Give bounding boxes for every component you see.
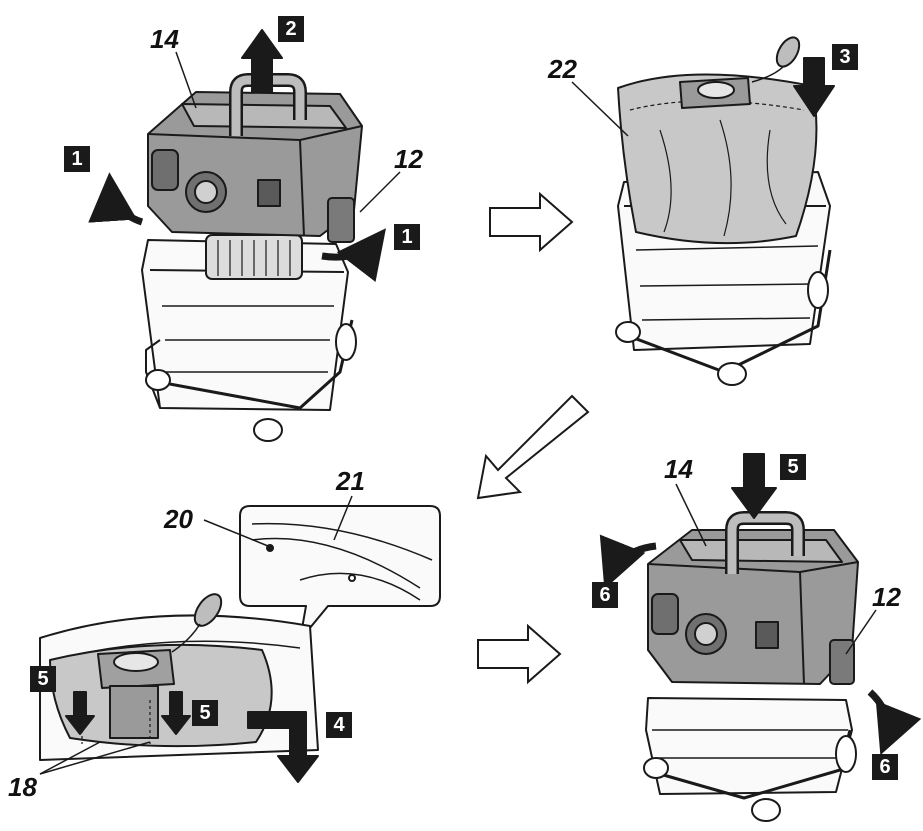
callout-21: 21 — [336, 466, 365, 496]
callout-22: 22 — [548, 54, 577, 84]
wheel — [807, 271, 829, 309]
panel-insert-bag — [571, 36, 835, 386]
wheel — [615, 321, 641, 343]
wheel — [643, 757, 669, 779]
flow-arrow-right-top — [489, 191, 574, 253]
push-arrow-left — [65, 691, 95, 735]
tank-body — [645, 697, 853, 795]
latch-arrow-right — [867, 689, 922, 756]
callout-14-bottom: 14 — [664, 454, 693, 484]
step-badge-6-right: 6 — [872, 754, 898, 780]
wheel — [835, 735, 857, 773]
step-badge-5-left: 5 — [30, 666, 56, 692]
wheel — [717, 362, 747, 386]
step-badge-4: 4 — [326, 712, 352, 738]
panel-bag-detail — [39, 495, 441, 783]
unlatch-arrow-left — [88, 172, 144, 226]
wheel — [751, 798, 781, 822]
press-arrow — [731, 453, 777, 519]
latch — [327, 197, 355, 243]
dust-bag — [617, 73, 818, 245]
insert-arrow — [793, 57, 835, 117]
bag-cap — [193, 593, 223, 627]
tank-body — [141, 239, 349, 411]
callout-14-top: 14 — [150, 24, 179, 54]
step-badge-1-right: 1 — [394, 224, 420, 250]
unlatch-arrow-right — [321, 228, 386, 283]
flow-arrow-diagonal — [476, 394, 590, 500]
callout-20: 20 — [164, 504, 193, 534]
lift-arrow — [241, 29, 283, 93]
step-badge-5-mid: 5 — [192, 700, 218, 726]
fold-arrow — [247, 711, 319, 783]
step-badge-2: 2 — [278, 16, 304, 42]
bag-flap — [109, 685, 159, 739]
push-arrow-mid — [161, 691, 191, 735]
bag-cap — [775, 36, 801, 68]
wheel — [335, 323, 357, 361]
callout-12-top: 12 — [394, 144, 423, 174]
power-switch — [755, 621, 779, 649]
step-badge-1-left: 1 — [64, 146, 90, 172]
latch-arrow-left — [599, 534, 657, 590]
step-badge-3: 3 — [832, 44, 858, 70]
power-switch — [257, 179, 281, 207]
callout-12-bottom: 12 — [872, 582, 901, 612]
callout-18: 18 — [8, 772, 37, 802]
wheel — [145, 369, 171, 391]
panel-reattach-head — [599, 453, 922, 822]
step-badge-5-top: 5 — [780, 454, 806, 480]
wheel — [253, 418, 283, 442]
flow-arrow-right-bottom — [477, 623, 562, 685]
step-badge-6-left: 6 — [592, 582, 618, 608]
panel-remove-head — [88, 29, 401, 442]
